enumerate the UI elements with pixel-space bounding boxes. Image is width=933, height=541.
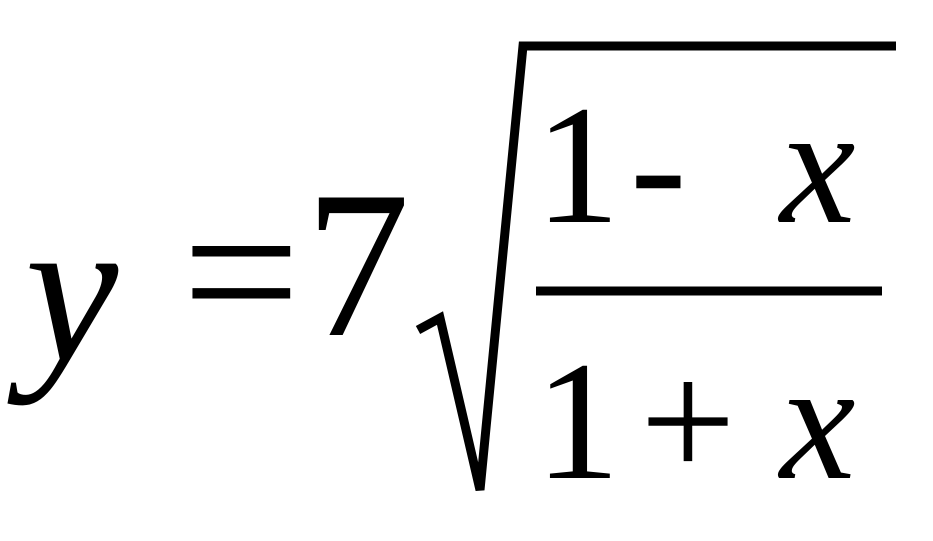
denominator-variable-x: x <box>777 327 855 515</box>
lhs-variable-y: y <box>7 174 119 406</box>
denominator-one: 1 <box>535 327 620 515</box>
denominator-plus: + <box>640 327 736 515</box>
equals-sign: = <box>182 156 300 388</box>
coefficient-seven: 7 <box>305 149 410 381</box>
numerator-minus: - <box>630 71 687 259</box>
numerator-variable-x: x <box>777 71 855 259</box>
numerator-one: 1 <box>535 71 620 259</box>
square-root-sign <box>415 41 896 492</box>
